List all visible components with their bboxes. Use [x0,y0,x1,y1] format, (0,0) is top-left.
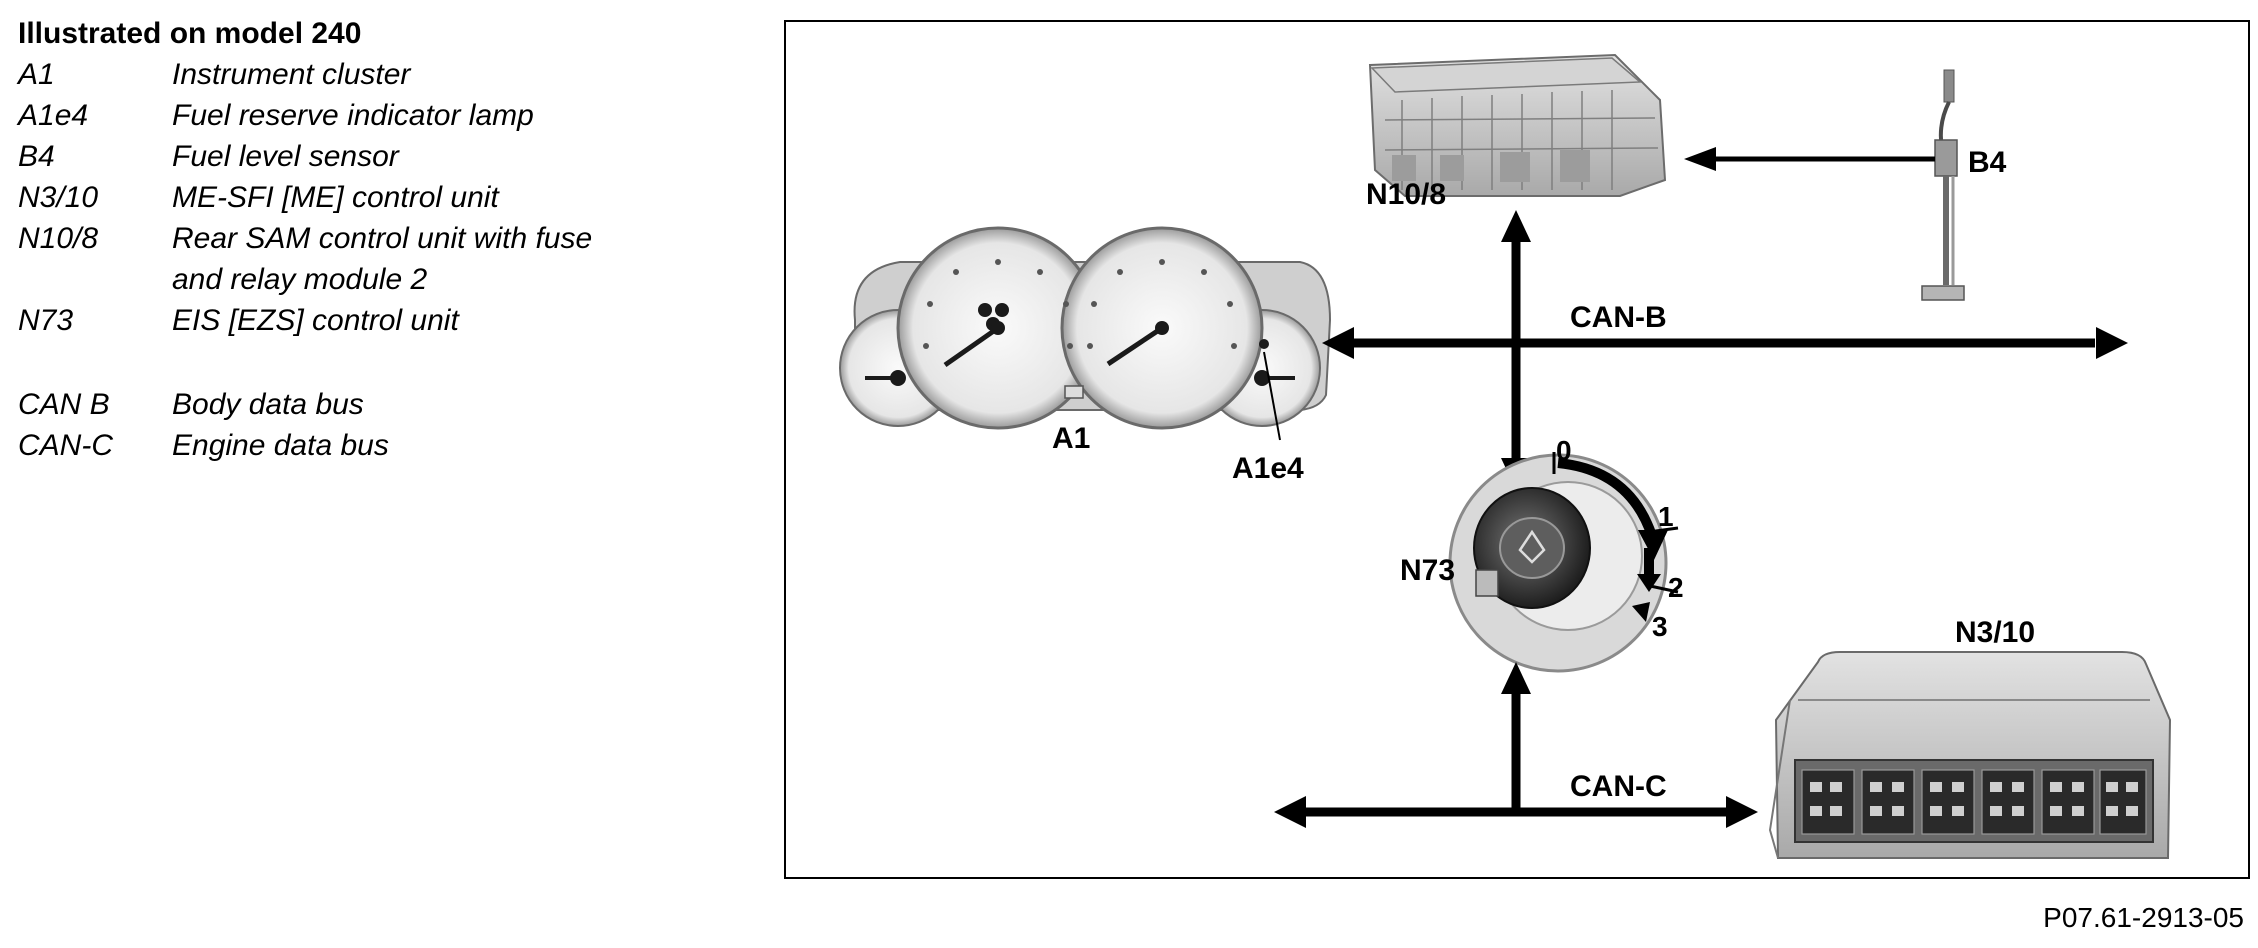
legend-desc: Engine data bus [172,429,389,462]
label-n3-10: N3/10 [1955,616,2035,649]
label-a1: A1 [1052,422,1090,455]
legend-item: N3/10 ME-SFI [ME] control unit [18,177,758,218]
legend-desc: ME-SFI [ME] control unit [172,181,499,214]
legend-code: A1 [18,58,55,91]
leader-line-a1e4 [1263,351,1281,441]
legend-desc: Fuel level sensor [172,140,399,173]
legend-desc: Instrument cluster [172,58,411,91]
fuel-level-sensor [1921,69,1965,301]
legend-code: N10/8 [18,222,99,255]
legend-item: B4 Fuel level sensor [18,136,758,177]
link-can-c-n73 [1501,662,1531,812]
rear-sam-control-unit [1368,53,1667,197]
legend-item: N73 EIS [EZS] control unit [18,300,758,341]
legend-code: N3/10 [18,181,99,214]
legend-code: N73 [18,304,74,337]
key-position-0: 0 [1556,435,1572,466]
legend-code: CAN B [18,388,110,421]
legend-desc: Fuel reserve indicator lamp [172,99,534,132]
link-n10-8-n73 [1501,210,1531,490]
label-n10-8: N10/8 [1366,178,1446,211]
legend-title: Illustrated on model 240 [18,17,362,50]
legend-desc: Rear SAM control unit with fuse and rela… [172,222,593,296]
key-position-2: 2 [1668,572,1684,603]
can-c-bus [1274,796,1758,828]
legend-item: CAN-C Engine data bus [18,425,758,466]
label-n73: N73 [1400,554,1455,587]
eis-control-unit [1448,452,1679,673]
signal-arrow-b4 [1684,147,1935,171]
label-can-b: CAN-B [1570,301,1667,334]
legend-item: N10/8 Rear SAM control unit with fuse and… [18,218,758,300]
label-can-c: CAN-C [1570,770,1667,803]
figure-id: P07.61-2913-05 [2043,902,2244,933]
legend: Illustrated on model 240 A1 Instrument cl… [18,14,758,466]
legend-item: A1e4 Fuel reserve indicator lamp [18,95,758,136]
legend-desc: EIS [EZS] control unit [172,304,459,337]
label-b4: B4 [1968,146,2007,179]
legend-item: CAN B Body data bus [18,384,758,425]
legend-code: A1e4 [18,99,89,132]
instrument-cluster [839,226,1332,430]
legend-desc: Body data bus [172,388,364,421]
legend-list: A1 Instrument cluster A1e4 Fuel reserve in… [18,54,758,466]
can-b-bus [1322,327,2128,359]
legend-item: A1 Instrument cluster [18,54,758,95]
me-sfi-control-unit [1768,651,2172,859]
legend-code: B4 [18,140,55,173]
diagram-frame [784,20,2250,879]
legend-code: CAN-C [18,429,113,462]
label-a1e4: A1e4 [1232,452,1304,485]
key-position-1: 1 [1658,501,1674,532]
key-position-3: 3 [1652,611,1668,642]
